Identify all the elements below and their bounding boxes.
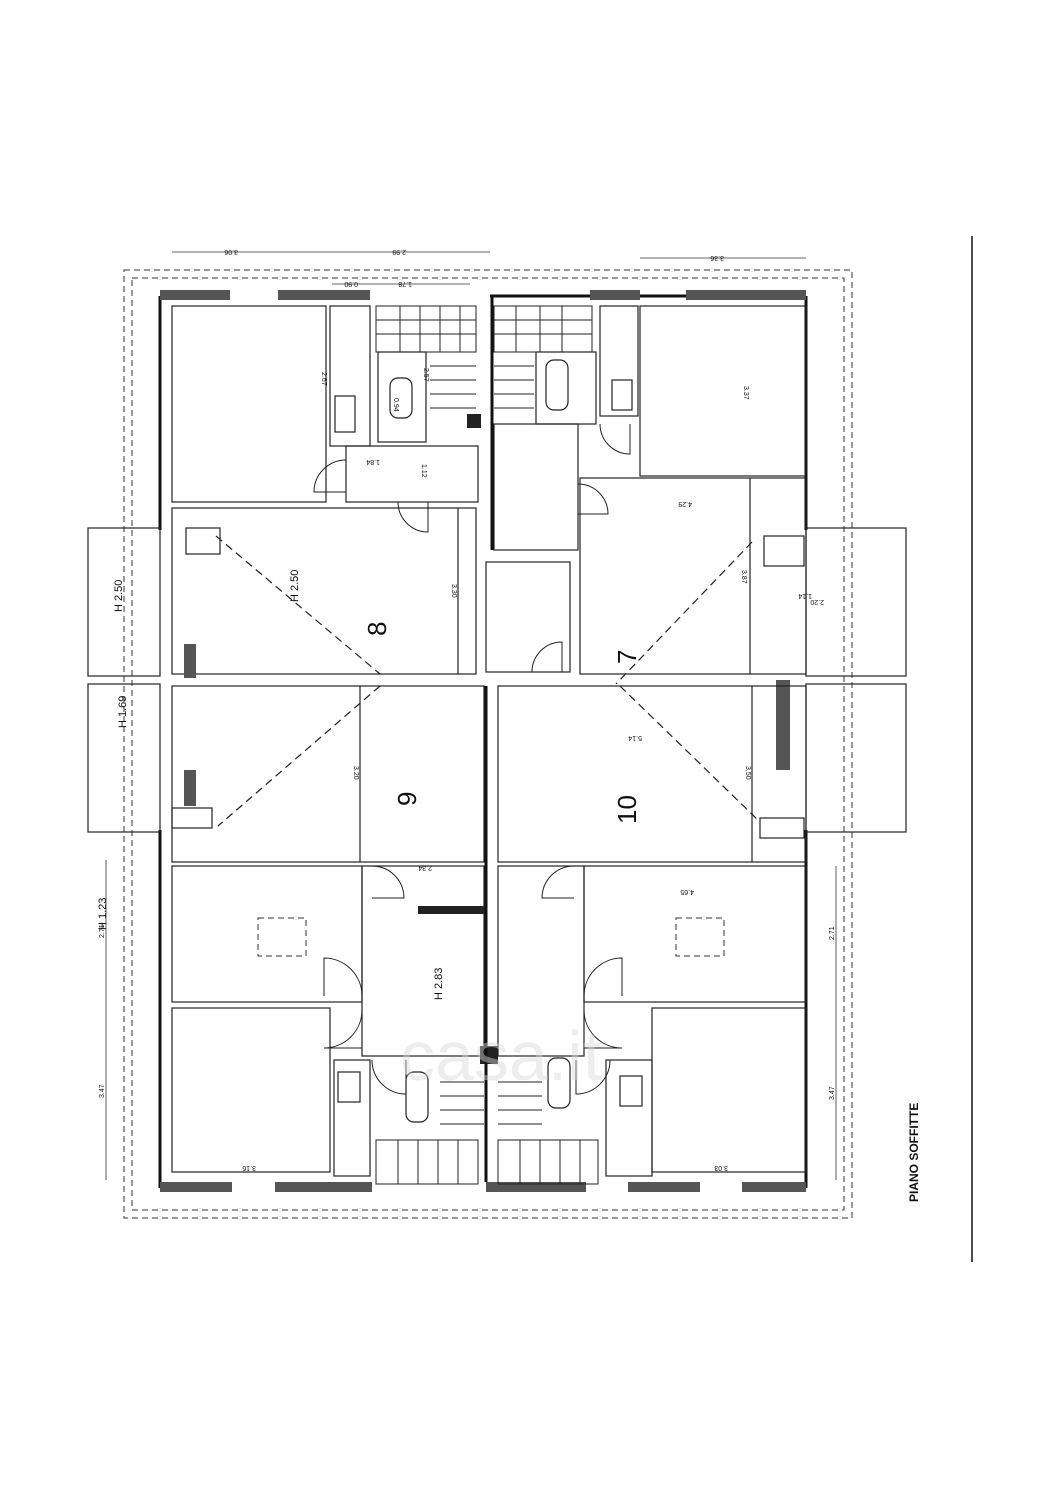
room-label-7: 7: [612, 650, 642, 664]
room-low-right-a: [583, 865, 807, 1003]
svg-text:3.03: 3.03: [714, 1164, 728, 1171]
dimension-labels: 3.06 2.99 3.36 0.90 1.78 2.67 2.57 0.94 …: [99, 248, 836, 1171]
svg-text:2.57: 2.57: [422, 368, 429, 382]
dimension-lines: [105, 251, 837, 1180]
door-low-right-b[interactable]: [583, 1009, 623, 1049]
door-core[interactable]: [531, 641, 563, 673]
watermark: casa.it: [400, 1017, 602, 1095]
height-small-left: H 1.69: [117, 696, 129, 728]
door-low-right-a[interactable]: [583, 957, 623, 997]
corridor-low-left: [361, 865, 485, 1057]
door-low-right-c[interactable]: [541, 865, 575, 899]
svg-text:1.78: 1.78: [398, 280, 412, 287]
height-balcony-left: H 2.50: [113, 580, 125, 612]
svg-text:3.20: 3.20: [352, 766, 359, 780]
height-room-8: H 2.50: [289, 570, 301, 602]
svg-text:3.87: 3.87: [740, 570, 747, 584]
bath-low-right: [547, 1057, 653, 1177]
svg-text:4.65: 4.65: [680, 888, 694, 895]
svg-text:3.47: 3.47: [829, 1086, 836, 1100]
door-low-left-c[interactable]: [371, 865, 405, 899]
ridge-line-8: [215, 535, 381, 675]
stair-top-right: [493, 305, 593, 409]
corridor-top-left: [345, 445, 479, 503]
svg-text:0.94: 0.94: [392, 398, 399, 412]
room-low-left-a: [171, 865, 363, 1003]
svg-text:3.50: 3.50: [744, 766, 751, 780]
bath-top-left: [329, 305, 427, 447]
room-label-10: 10: [612, 795, 642, 824]
svg-text:2.34: 2.34: [418, 864, 432, 871]
svg-text:2.20: 2.20: [810, 598, 824, 605]
stair-top-left: [375, 305, 477, 409]
balcony-right-bottom: [805, 683, 907, 833]
door-low-left-d[interactable]: [371, 1059, 407, 1095]
room-label-8: 8: [362, 622, 392, 636]
svg-text:3.06: 3.06: [224, 248, 238, 255]
room-label-9: 9: [392, 792, 422, 806]
corridor-low-right: [497, 865, 585, 1057]
stair-low-left: [375, 1081, 484, 1185]
door-low-left-a[interactable]: [323, 957, 363, 997]
balcony-right-top: [805, 527, 907, 677]
svg-text:2.71: 2.71: [99, 924, 106, 938]
roof-outline: [123, 269, 853, 1219]
svg-text:5.14: 5.14: [628, 734, 642, 741]
corridor-top-right: [493, 423, 579, 551]
room-7: [579, 477, 807, 675]
door-top-right-b[interactable]: [577, 483, 609, 515]
svg-text:1.12: 1.12: [420, 464, 427, 478]
drawing-title: PIANO SOFFITTE: [907, 1103, 921, 1202]
svg-text:2.71: 2.71: [829, 926, 836, 940]
door-low-right-d[interactable]: [575, 1059, 611, 1095]
room-low-left-b: [171, 1007, 331, 1173]
svg-text:3.36: 3.36: [710, 254, 724, 261]
balcony-left-bottom: [87, 683, 161, 833]
height-lower-left: H 1.23: [97, 898, 109, 930]
svg-text:3.16: 3.16: [242, 1164, 256, 1171]
ridge-line-7: [615, 541, 753, 685]
roof-outline-inner: [131, 277, 845, 1211]
svg-text:2.67: 2.67: [320, 372, 327, 386]
svg-text:0.90: 0.90: [344, 280, 358, 287]
svg-text:1.84: 1.84: [366, 458, 380, 465]
height-corridor: H 2.83: [433, 968, 445, 1000]
chimney-top-left: [467, 414, 481, 428]
bath-top-right: [535, 305, 639, 425]
room-low-right-b: [651, 1007, 807, 1173]
svg-text:1.14: 1.14: [798, 592, 812, 599]
svg-text:3.47: 3.47: [99, 1084, 106, 1098]
room-8: [171, 507, 477, 675]
stair-low-right: [497, 1081, 599, 1185]
door-top-left-b[interactable]: [397, 501, 429, 533]
ridge-line-10: [619, 685, 761, 823]
central-core: [485, 561, 571, 673]
door-top-left-a[interactable]: [313, 459, 347, 493]
room-top-left: [171, 305, 327, 503]
svg-text:3.30: 3.30: [450, 584, 457, 598]
room-9: [171, 685, 485, 863]
door-top-right-a[interactable]: [599, 423, 631, 455]
svg-text:3.37: 3.37: [742, 386, 749, 400]
room-top-right: [639, 305, 807, 477]
door-low-left-b[interactable]: [323, 1009, 363, 1049]
svg-text:2.99: 2.99: [392, 248, 406, 255]
balcony-left-top: [87, 527, 161, 677]
room-10: [497, 685, 807, 863]
svg-text:4.29: 4.29: [678, 500, 692, 507]
ridge-line-9: [217, 685, 381, 827]
bath-low-left: [333, 1059, 429, 1177]
